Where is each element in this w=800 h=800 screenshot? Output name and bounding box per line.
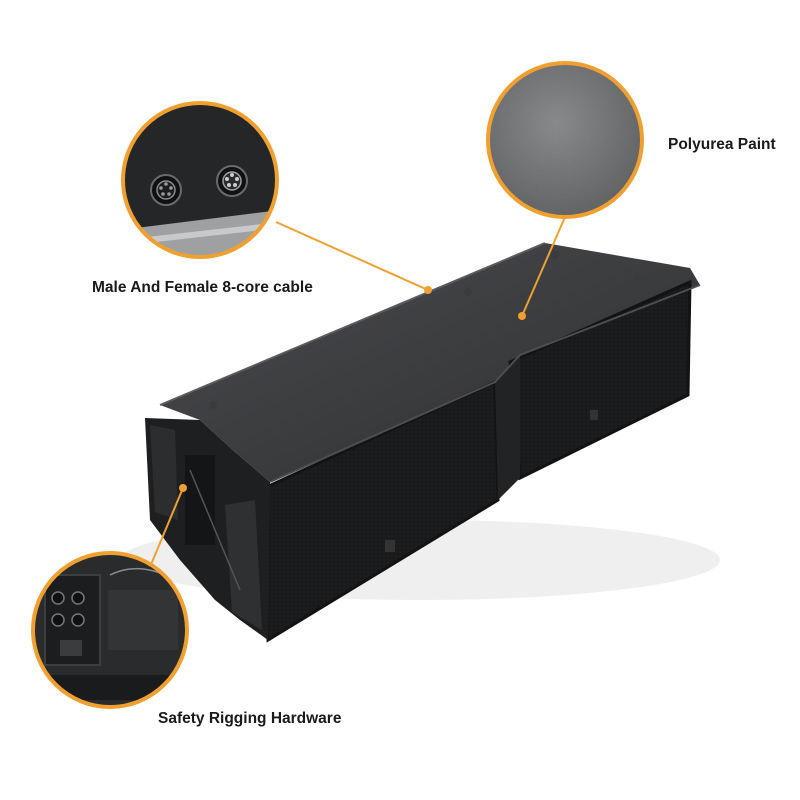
rigging-callout (31, 484, 189, 709)
paint-label: Polyurea Paint (668, 136, 776, 153)
paint-callout (486, 61, 644, 320)
cable-label: Male And Female 8-core cable (92, 279, 313, 296)
rigging-label: Safety Rigging Hardware (158, 710, 342, 727)
rigging-closeup (33, 553, 187, 707)
connector-closeup (123, 103, 277, 257)
paint-texture-closeup (488, 63, 642, 217)
male-connector-icon (216, 165, 248, 197)
female-connector-icon (150, 174, 182, 206)
cable-callout (121, 101, 432, 294)
speaker-cabinet (120, 242, 720, 643)
